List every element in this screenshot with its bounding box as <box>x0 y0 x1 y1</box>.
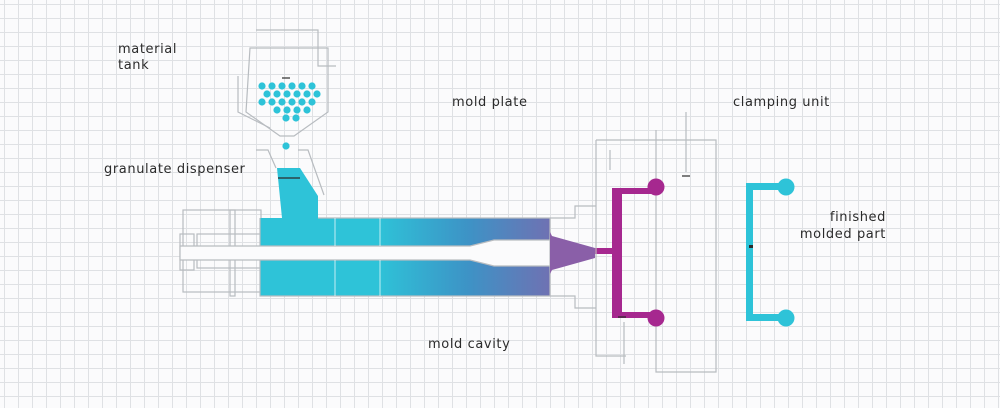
finished-label-1: finished <box>829 210 886 225</box>
screw-barrel <box>259 168 551 297</box>
molded-part <box>746 178 795 327</box>
barrel-segments <box>334 218 381 296</box>
hopper-funnel <box>237 29 336 196</box>
clamping-unit-label: clamping unit <box>733 95 830 110</box>
material-tank-label-2: tank <box>118 58 150 73</box>
granulate-dispenser-label: granulate dispenser <box>104 162 246 177</box>
sprue <box>595 248 617 254</box>
finished-label-2: molded part <box>799 227 886 242</box>
granule-dots <box>258 82 321 150</box>
nozzle <box>550 232 595 274</box>
mold-plate-label: mold plate <box>452 95 528 110</box>
mold-cavity-label: mold cavity <box>428 337 511 352</box>
material-tank-label-1: material <box>118 42 178 57</box>
mold-plate-frame <box>595 112 717 373</box>
mold-cavity-runner <box>612 178 665 327</box>
